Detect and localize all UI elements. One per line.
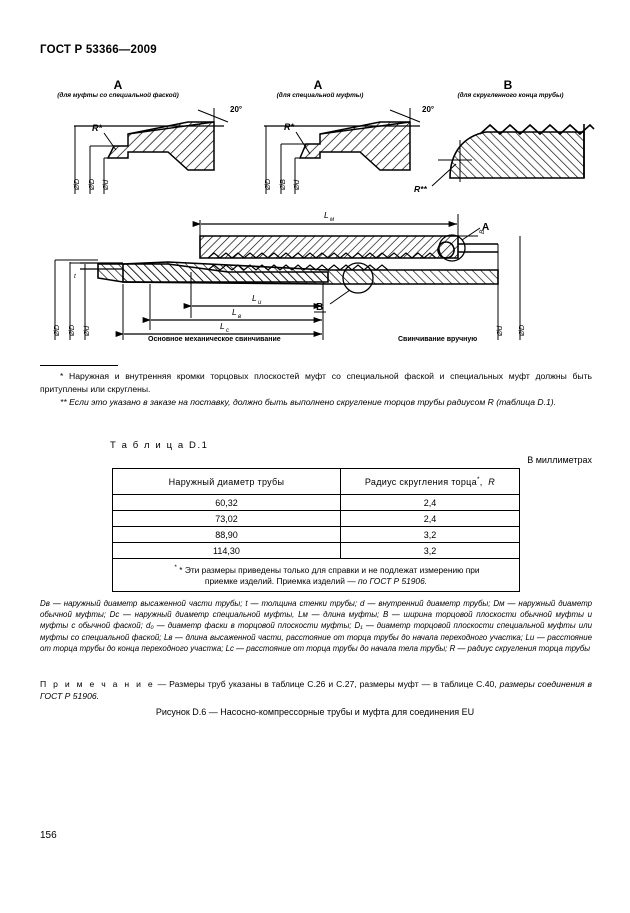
svg-text:ØD: ØD (52, 324, 61, 337)
svg-text:Ød: Ød (495, 325, 504, 337)
cell-diameter: 60,32 (112, 494, 341, 511)
detail-subtitle-b: (для скругленного конца трубы) (457, 92, 564, 99)
main-view-label-mechanical: Основное механическое свинчивание (148, 336, 281, 343)
technical-drawing: A (для муфты со специальной фаской) A (д… (28, 78, 603, 350)
table-footnote-marker: * (174, 564, 177, 571)
svg-text:Ød: Ød (82, 325, 91, 337)
asterisk-marker: * (476, 476, 480, 483)
note-body-italic: размеры соединения в ГОСТ Р 51906. (40, 679, 593, 702)
cell-radius: 2,4 (339, 510, 521, 527)
table-d1-wrapper: Наружный диаметр трубы Радиус скругления… (112, 468, 521, 592)
svg-text:в: в (238, 314, 241, 320)
svg-text:R*: R* (92, 123, 102, 133)
svg-text:ØB: ØB (278, 179, 287, 191)
table-row: 88,90 3,2 (112, 526, 521, 543)
svg-text:ØD: ØD (517, 324, 526, 337)
column-header-radius-text: Радиус скругления торца (364, 477, 477, 487)
svg-text:Ød: Ød (101, 179, 110, 191)
detail-title-a1: A (113, 78, 123, 92)
svg-text:и: и (258, 300, 262, 306)
detail-views-svg: 20° R* ØD ØD Ød (72, 105, 595, 194)
main-view-label-manual: Свинчивание вручную (398, 336, 478, 343)
table-note-row: * * Эти размеры приведены только для спр… (112, 558, 520, 592)
svg-text:ØD: ØD (72, 178, 81, 191)
cell-radius: 2,4 (339, 494, 521, 511)
table-d1: Наружный диаметр трубы Радиус скругления… (112, 468, 521, 592)
svg-text:ØD: ØD (263, 178, 272, 191)
detail-subtitle-a1: (для муфты со специальной фаской) (57, 92, 179, 99)
svg-text:L: L (220, 321, 225, 331)
page-title: ГОСТ Р 53366—2009 (40, 44, 157, 56)
detail-a2-geometry: 20° R* ØD ØB Ød (263, 105, 434, 194)
table-units: В миллиметрах (527, 455, 592, 465)
detail-title-a2: A (313, 78, 323, 92)
nomenclature-block: Dв — наружный диаметр высаженной части т… (40, 599, 592, 653)
svg-text:ØD: ØD (87, 178, 96, 191)
table-footnote: * * Эти размеры приведены только для спр… (112, 558, 520, 592)
detail-b-geometry: R** (414, 123, 595, 194)
table-row: 114,30 3,2 (112, 542, 521, 559)
svg-text:L: L (324, 210, 329, 220)
svg-text:A: A (482, 222, 489, 233)
svg-text:t: t (74, 273, 77, 280)
cell-diameter: 88,90 (112, 526, 341, 543)
svg-text:20°: 20° (422, 105, 434, 114)
footnote-divider (40, 365, 118, 366)
svg-text:B: B (479, 229, 486, 234)
detail-subtitle-a2: (для специальной муфты) (276, 92, 364, 99)
table-footnote-line1: * Эти размеры приведены только для справ… (179, 564, 480, 575)
detail-title-b: B (503, 78, 513, 92)
figure-caption: Рисунок D.6 — Насосно-компрессорные труб… (155, 707, 475, 717)
svg-text:20°: 20° (230, 105, 242, 114)
footnotes-block: * Наружная и внутренняя кромки торцовых … (40, 370, 592, 410)
svg-text:ØD: ØD (67, 324, 76, 337)
svg-text:Ød: Ød (292, 179, 301, 191)
svg-text:с: с (226, 328, 229, 334)
footnote-single-star: * Наружная и внутренняя кромки торцовых … (40, 371, 592, 394)
note-keyword: П р и м е ч а н и е (40, 679, 155, 689)
table-footnote-ref: по ГОСТ Р 51906. (357, 576, 428, 587)
svg-text:L: L (232, 307, 237, 317)
cell-radius: 3,2 (339, 542, 521, 559)
note-body: — Размеры труб указаны в таблице С.26 и … (157, 679, 500, 689)
page-number: 156 (40, 830, 57, 841)
svg-text:R*: R* (284, 122, 294, 132)
table-row: 73,02 2,4 (112, 510, 521, 527)
table-header-row: Наружный диаметр трубы Радиус скругления… (112, 468, 521, 495)
cell-diameter: 114,30 (112, 542, 341, 559)
column-header-diameter: Наружный диаметр трубы (112, 468, 341, 495)
svg-text:R**: R** (414, 184, 427, 194)
svg-text:м: м (330, 217, 334, 223)
cell-radius: 3,2 (339, 526, 521, 543)
svg-text:B: B (316, 302, 323, 313)
table-footnote-line2: приемке изделий. Приемка изделий — (204, 576, 358, 587)
note-block: П р и м е ч а н и е — Размеры труб указа… (40, 678, 592, 703)
radius-symbol: R (488, 477, 495, 487)
table-label: Т а б л и ц а D.1 (110, 440, 209, 451)
table-row: 60,32 2,4 (112, 494, 521, 511)
footnote-double-star: ** Если это указано в заказе на поставку… (60, 397, 557, 408)
column-header-radius: Радиус скругления торца*, R (339, 468, 521, 495)
svg-text:L: L (252, 293, 257, 303)
detail-a1-geometry: 20° R* ØD ØD Ød (72, 105, 242, 194)
main-assembly-svg: A B L м L и L в L с (52, 210, 526, 340)
cell-diameter: 73,02 (112, 510, 341, 527)
